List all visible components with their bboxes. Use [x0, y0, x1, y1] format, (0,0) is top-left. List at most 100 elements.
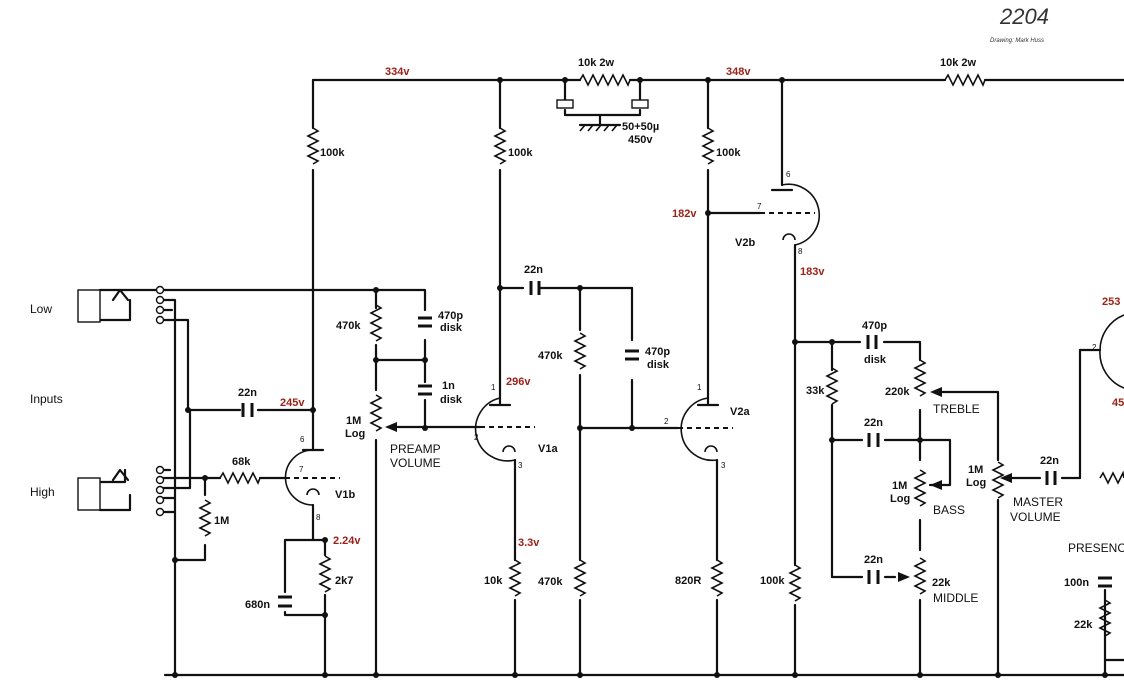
tube-v1a	[474, 397, 535, 462]
cap-470p-tone	[866, 335, 878, 349]
tube-label-v1b: V1b	[335, 489, 355, 501]
tube-label-v2a: V2a	[730, 406, 750, 418]
label-inputs: Inputs	[30, 392, 63, 406]
svg-text:470k: 470k	[336, 320, 361, 332]
filter-cap-a	[556, 99, 574, 109]
svg-text:22k: 22k	[1074, 619, 1093, 631]
svg-text:disk: disk	[864, 354, 887, 366]
svg-text:470p: 470p	[645, 346, 670, 358]
tube-labels: V1a V1b V2a V2b	[335, 237, 755, 501]
tube-v1b	[284, 448, 340, 506]
input-labels: Low Inputs High	[30, 302, 63, 499]
svg-text:6: 6	[300, 435, 305, 444]
label-preamp: PREAMP	[390, 442, 441, 456]
tube-partial	[1099, 314, 1124, 389]
resistor-1m	[199, 499, 211, 537]
resistor-2k7	[319, 555, 331, 593]
resistors	[199, 73, 1124, 637]
svg-text:1: 1	[697, 383, 702, 392]
jack-low	[77, 289, 101, 323]
svg-text:100k: 100k	[508, 147, 533, 159]
svg-text:33k: 33k	[806, 385, 825, 397]
resistor-10k-2w-a	[579, 73, 631, 87]
svg-text:100k: 100k	[760, 575, 785, 587]
svg-text:2: 2	[1092, 343, 1097, 352]
svg-text:22n: 22n	[1040, 455, 1059, 467]
svg-text:1M: 1M	[968, 464, 983, 476]
label-low: Low	[30, 302, 52, 316]
voltage-253: 253	[1102, 296, 1120, 308]
voltage-183v: 183v	[800, 266, 825, 278]
pot-220k-treble	[914, 359, 926, 397]
svg-text:450v: 450v	[628, 134, 653, 146]
voltage-45: 45	[1112, 397, 1124, 409]
tube-label-v1a: V1a	[538, 443, 558, 455]
input-jacks	[77, 285, 165, 517]
svg-text:6: 6	[786, 170, 791, 179]
svg-text:2: 2	[474, 433, 479, 442]
cap-22n-tone	[867, 433, 880, 447]
svg-text:Log: Log	[966, 477, 986, 489]
svg-text:10k 2w: 10k 2w	[940, 57, 977, 69]
voltage-334v: 334v	[385, 66, 410, 78]
voltage-182v: 182v	[672, 208, 697, 220]
pin-labels: 6 7 8 1 2 3 1 2 3 6 7 8 2	[299, 170, 1097, 522]
svg-text:2k7: 2k7	[335, 575, 353, 587]
capacitors	[241, 99, 1112, 608]
label-volume: VOLUME	[390, 456, 441, 470]
component-labels: 10k 2w 10k 2w 50+50µ 450v 100k 100k 100k…	[214, 57, 1093, 631]
label-high: High	[30, 485, 55, 499]
voltage-296v: 296v	[506, 376, 531, 388]
resistor-470k-low	[574, 559, 586, 597]
svg-text:Log: Log	[345, 428, 365, 440]
cap-22n-v1b	[241, 403, 254, 417]
svg-text:22n: 22n	[524, 264, 543, 276]
cap-22n-v1a	[529, 281, 541, 295]
svg-text:10k 2w: 10k 2w	[578, 57, 615, 69]
resistor-470k-mid	[574, 332, 586, 370]
label-bass: BASS	[933, 503, 965, 517]
pot-22k-middle	[914, 557, 926, 595]
svg-text:1M: 1M	[346, 415, 361, 427]
svg-text:3: 3	[518, 461, 523, 470]
svg-text:7: 7	[299, 465, 304, 474]
svg-text:disk: disk	[440, 322, 463, 334]
svg-text:680n: 680n	[245, 599, 270, 611]
svg-text:470k: 470k	[538, 576, 563, 588]
svg-text:1n: 1n	[442, 380, 455, 392]
svg-text:10k: 10k	[484, 575, 503, 587]
drawing-credit: Drawing: Mark Huss	[990, 38, 1044, 44]
resistor-100k-v1b	[307, 127, 319, 165]
wiper-arrows	[385, 387, 1012, 582]
svg-text:disk: disk	[647, 359, 670, 371]
svg-text:3: 3	[721, 461, 726, 470]
svg-text:disk: disk	[440, 394, 463, 406]
svg-text:820R: 820R	[675, 575, 701, 587]
cap-680n	[278, 595, 292, 608]
cap-22n-middle	[867, 570, 880, 584]
voltage-245v: 245v	[280, 397, 305, 409]
svg-text:470p: 470p	[438, 310, 463, 322]
svg-text:100k: 100k	[320, 147, 345, 159]
cap-22n-master	[1045, 471, 1057, 485]
tube-label-v2b: V2b	[735, 237, 755, 249]
label-master-volume: VOLUME	[1010, 510, 1061, 524]
svg-text:22n: 22n	[238, 387, 257, 399]
voltage-33v: 3.3v	[518, 537, 540, 549]
svg-text:100n: 100n	[1064, 577, 1089, 589]
svg-text:22n: 22n	[864, 417, 883, 429]
svg-text:22n: 22n	[864, 554, 883, 566]
svg-text:1M: 1M	[214, 515, 229, 527]
resistor-10k-2w-b	[944, 73, 986, 87]
label-treble: TREBLE	[933, 402, 980, 416]
svg-text:1M: 1M	[892, 480, 907, 492]
control-labels: PREAMP VOLUME TREBLE BASS MIDDLE MASTER …	[390, 402, 1124, 605]
cap-100n	[1098, 576, 1112, 588]
svg-text:22k: 22k	[932, 577, 951, 589]
svg-text:2: 2	[664, 417, 669, 426]
cap-470p-disk	[418, 316, 432, 328]
voltage-348v: 348v	[726, 66, 751, 78]
resistor-10k	[509, 559, 521, 597]
voltage-224v: 2.24v	[333, 535, 361, 547]
